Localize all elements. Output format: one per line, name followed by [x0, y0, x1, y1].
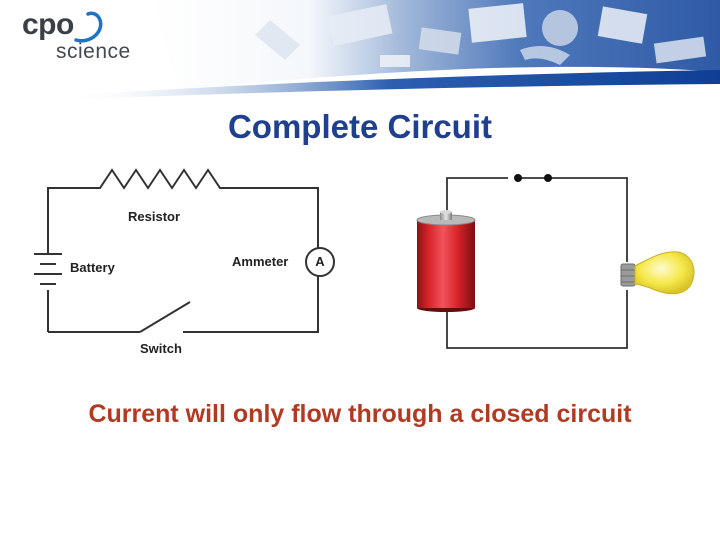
pictorial-circuit: [416, 174, 695, 349]
battery-cell-icon: [416, 210, 476, 312]
logo-swoosh-icon: [74, 11, 103, 43]
logo-science-text: science: [56, 40, 131, 63]
battery-symbol: [34, 253, 62, 285]
battery-label: Battery: [70, 260, 115, 275]
switch-label: Switch: [140, 341, 182, 356]
logo-cpo-text: cpo: [22, 8, 74, 41]
caption-text: Current will only flow through a closed …: [88, 400, 632, 428]
closed-switch-contact-right: [544, 174, 552, 182]
slide-title: Complete Circuit: [227, 108, 493, 145]
header-banner: [0, 0, 720, 100]
ammeter-symbol-letter: A: [315, 254, 325, 269]
resistor-symbol: [47, 168, 319, 248]
ammeter-label: Ammeter: [232, 254, 289, 269]
circuit-schematic: [34, 168, 335, 333]
light-bulb-icon: [620, 251, 695, 295]
resistor-label: Resistor: [128, 209, 181, 224]
switch-contacts-icon: [48, 301, 191, 333]
header-collage: [255, 3, 707, 67]
closed-switch-contact-left: [514, 174, 522, 182]
ammeter-symbol: [305, 247, 335, 277]
circuit-wire: [446, 177, 508, 220]
